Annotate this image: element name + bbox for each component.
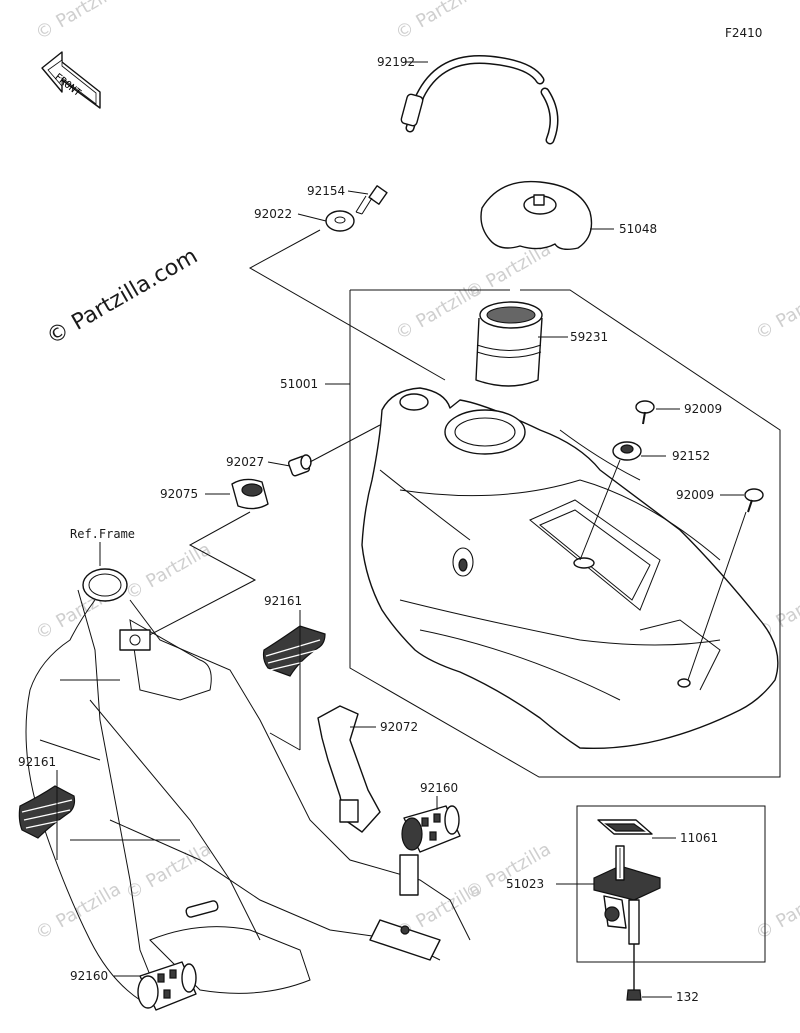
watermark: © Partzilla xyxy=(122,539,215,605)
watermark: © Partzilla xyxy=(32,0,125,44)
watermark-main: © Partzilla.com xyxy=(43,244,203,351)
watermark: © Partzilla xyxy=(752,879,800,945)
part-number-92160-b: 92160 xyxy=(70,969,108,983)
front-arrow-icon: FRONT xyxy=(41,51,101,109)
part-number-51023: 51023 xyxy=(506,877,544,891)
watermark: © Partzilla xyxy=(752,279,800,345)
part-number-92160-a: 92160 xyxy=(420,781,458,795)
collar-92027 xyxy=(287,454,312,477)
breather-hose xyxy=(400,54,559,145)
part-number-132: 132 xyxy=(676,990,699,1004)
fuel-cap-51048 xyxy=(480,180,593,251)
part-number-51048: 51048 xyxy=(619,222,657,236)
fuel-cock-51023 xyxy=(593,845,661,945)
bolt-132 xyxy=(626,944,642,1001)
cushion-92160-a xyxy=(401,805,461,853)
part-number-92027: 92027 xyxy=(226,455,264,469)
part-number-92152: 92152 xyxy=(672,449,710,463)
watermark: © Partzilla xyxy=(392,0,485,44)
part-number-11061: 11061 xyxy=(680,831,718,845)
part-number-92009-b: 92009 xyxy=(676,488,714,502)
part-number-92154: 92154 xyxy=(307,184,345,198)
bolt-92154 xyxy=(355,185,388,215)
watermark: © Partzilla xyxy=(462,839,555,905)
cushion-92160-b xyxy=(137,961,197,1011)
part-number-92161-a: 92161 xyxy=(264,594,302,608)
frame xyxy=(25,568,471,1001)
part-number-92072: 92072 xyxy=(380,720,418,734)
filler-neck-59231 xyxy=(475,301,543,387)
washer-92022 xyxy=(325,210,355,232)
part-number-51001: 51001 xyxy=(280,377,318,391)
part-number-59231: 59231 xyxy=(570,330,608,344)
part-number-92022: 92022 xyxy=(254,207,292,221)
part-number-92192: 92192 xyxy=(377,55,415,69)
strap-92072 xyxy=(317,705,381,833)
fuel-tank-51001 xyxy=(361,387,779,749)
part-number-92161-b: 92161 xyxy=(18,755,56,769)
part-number-92009-a: 92009 xyxy=(684,402,722,416)
screw-92009-a xyxy=(635,400,655,425)
watermark: © Partzilla xyxy=(32,879,125,945)
part-number-92075: 92075 xyxy=(160,487,198,501)
screw-92009-b xyxy=(744,488,764,513)
cushion-92161-a xyxy=(262,625,326,677)
gasket-11061 xyxy=(597,819,653,835)
watermark: © Partzilla xyxy=(122,839,215,905)
figure-code: F2410 xyxy=(725,26,762,40)
rubber-92075 xyxy=(231,478,269,510)
ref-frame-label: Ref.Frame xyxy=(70,527,135,541)
cushion-92161-b xyxy=(18,785,76,839)
